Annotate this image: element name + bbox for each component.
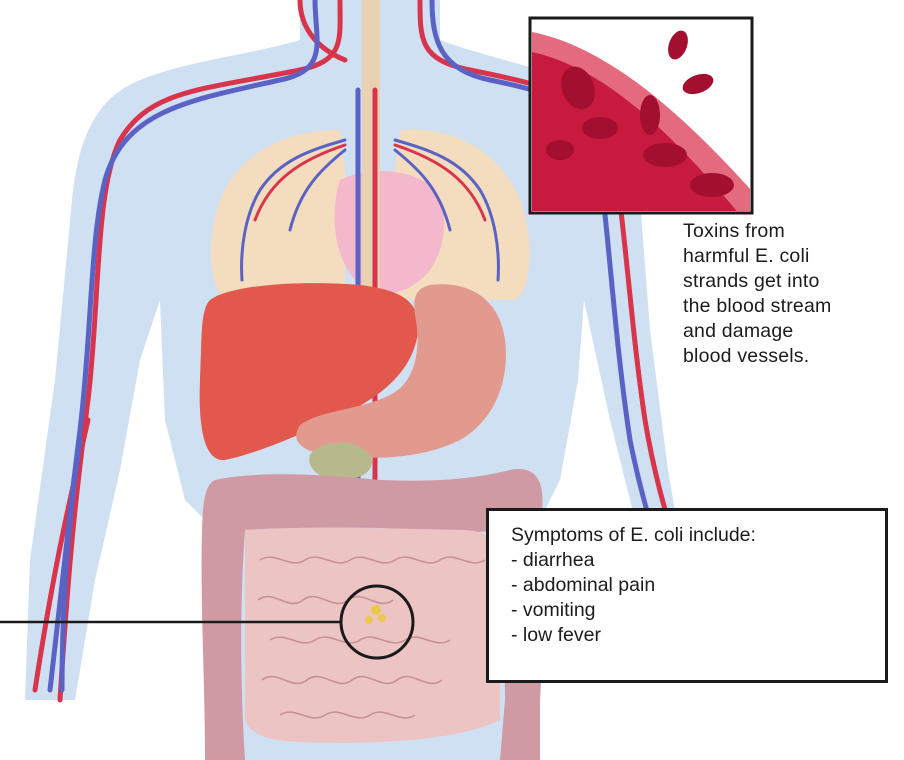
symptoms-box: Symptoms of E. coli include: - diarrhea … [486, 508, 888, 683]
caption-line: Toxins from [683, 219, 904, 244]
caption-line: and damage [683, 319, 904, 344]
caption-line: blood vessels. [683, 344, 904, 369]
symptom-item: - low fever [511, 623, 871, 648]
symptoms-heading: Symptoms of E. coli include: [511, 523, 871, 548]
symptom-item: - vomiting [511, 598, 871, 623]
caption-line: harmful E. coli [683, 244, 904, 269]
symptom-item: - diarrhea [511, 548, 871, 573]
caption-line: strands get into [683, 269, 904, 294]
symptom-item: - abdominal pain [511, 573, 871, 598]
caption-line: the blood stream [683, 294, 904, 319]
blood-vessel-inset [520, 18, 760, 230]
toxin-caption: Toxins from harmful E. coli strands get … [683, 219, 904, 369]
